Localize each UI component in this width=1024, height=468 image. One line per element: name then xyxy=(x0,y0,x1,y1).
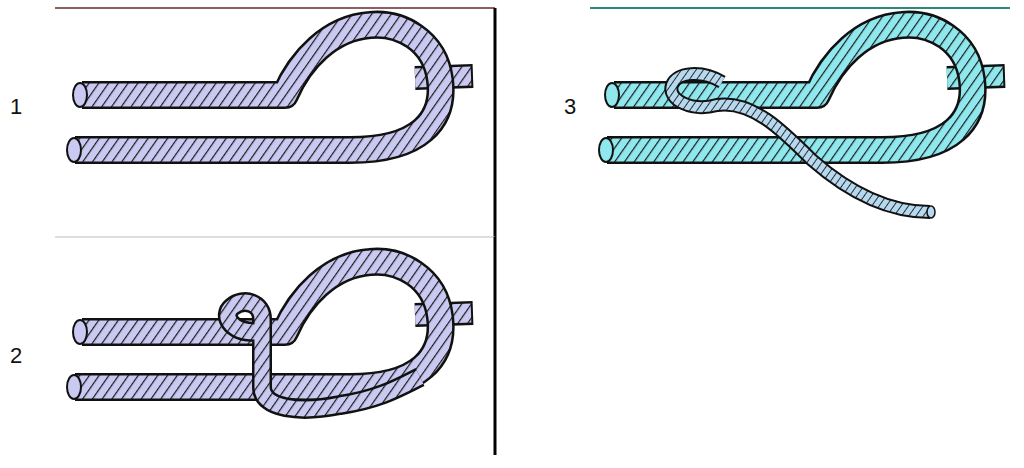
step-number-box: 2 xyxy=(10,345,22,367)
rope-step-3 xyxy=(599,25,1005,218)
rope-end xyxy=(927,206,935,218)
rope-end xyxy=(605,83,619,107)
step-number: 3 xyxy=(564,96,576,118)
panel-rule xyxy=(590,7,1010,9)
thin-rope xyxy=(671,74,930,212)
panel-rule xyxy=(494,237,497,455)
rope-end xyxy=(67,375,81,399)
panel-frame xyxy=(55,8,1010,455)
thin-rope xyxy=(671,74,930,212)
rope-turn xyxy=(228,302,420,409)
step-number: 1 xyxy=(10,96,22,118)
rope-end xyxy=(599,138,613,162)
rope-turn xyxy=(228,302,420,409)
panel-rule xyxy=(55,237,495,238)
rope-step-1 xyxy=(67,25,473,162)
step-number-box: 1 xyxy=(10,96,22,118)
panel-rule xyxy=(55,7,495,9)
rope xyxy=(75,25,441,150)
rope-step-2 xyxy=(67,262,473,409)
rope-end xyxy=(67,138,81,162)
panel-rule xyxy=(494,8,497,237)
rope-end xyxy=(73,320,87,344)
rope xyxy=(75,25,441,150)
rope-end xyxy=(73,83,87,107)
step-number: 2 xyxy=(10,345,22,367)
step-number-box: 3 xyxy=(564,96,576,118)
